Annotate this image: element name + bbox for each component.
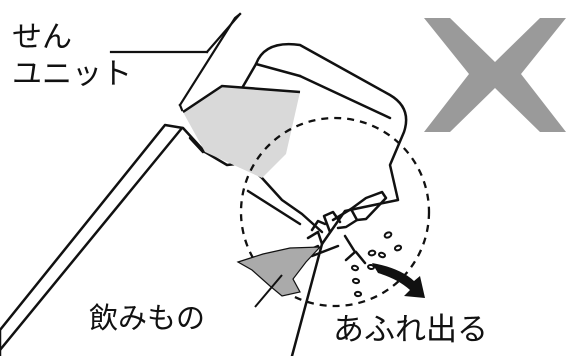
x-mark-icon: [424, 18, 566, 132]
seal-unit-callout: [109, 12, 242, 112]
overflow-droplets: [350, 231, 403, 298]
drink-liquid: [236, 246, 322, 297]
drink-leader-line: [254, 274, 283, 308]
curved-arrow-icon: [372, 263, 425, 298]
seal-unit-highlight: [182, 84, 301, 178]
seal-unit-label-line2: ユニット: [12, 57, 132, 92]
overflow-label: あふれ出る: [333, 312, 488, 348]
seal-unit-label-line1: せん: [12, 20, 72, 55]
zoom-circle: [239, 116, 431, 308]
bottle-body: [0, 42, 408, 356]
valve-detail: [246, 189, 388, 265]
drink-label: 飲みもの: [89, 301, 206, 335]
